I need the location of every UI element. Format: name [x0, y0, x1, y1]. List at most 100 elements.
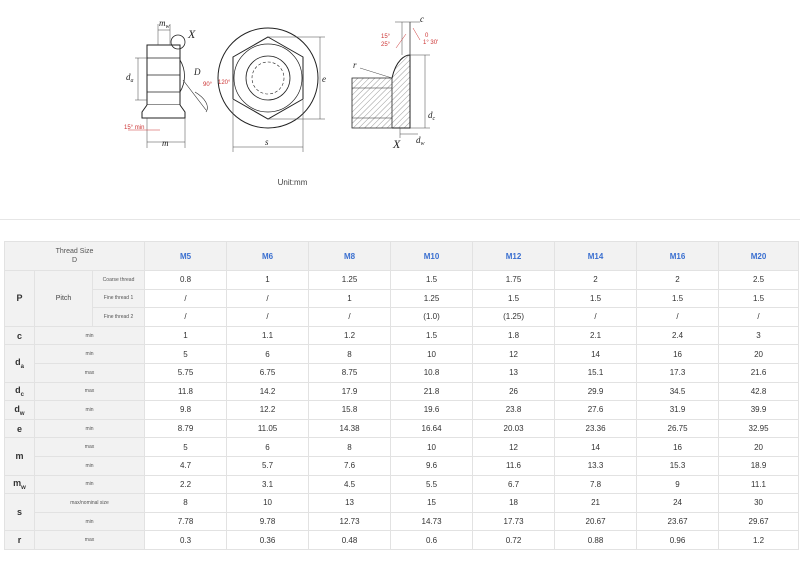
param-symbol-text: d [14, 403, 20, 414]
value-cell: (1.25) [472, 307, 556, 327]
value-cell: 5.7 [226, 455, 310, 476]
value-cell: 15 [390, 493, 474, 513]
param-symbol-subscript: c [20, 391, 24, 398]
value-cell: 29.67 [718, 511, 800, 532]
value-cell: 7.8 [554, 474, 638, 495]
pitch-label: Pitch [34, 270, 93, 327]
value-cell: 2.1 [554, 325, 638, 346]
value-cell: 14 [554, 437, 638, 457]
table-header-row: Thread Size D M5 M6 M8 M10 M12 M14 M16 M… [3, 241, 800, 271]
value-cell: / [226, 288, 310, 309]
value-cell: 26.75 [636, 418, 720, 439]
value-cell: 14.73 [390, 511, 474, 532]
size-header-m5: M5 [144, 241, 228, 271]
value-cell: 3 [718, 325, 800, 346]
value-cell: 4.7 [144, 455, 228, 476]
param-symbol-text: c [16, 330, 22, 341]
param-symbol: da [4, 344, 35, 383]
value-cell: 17.3 [636, 362, 720, 383]
value-cell: 21.8 [390, 381, 474, 402]
param-qualifier: Fine thread 1 [91, 288, 146, 309]
thread-size-corner: Thread Size D [3, 241, 146, 271]
size-header-m12: M12 [472, 241, 556, 271]
label-mw: mw [159, 18, 170, 30]
value-cell: 1.5 [390, 325, 474, 346]
value-cell: 14.2 [226, 381, 310, 402]
param-symbol-text: P [16, 293, 23, 304]
value-cell: 12.73 [308, 511, 392, 532]
value-cell: 5.75 [144, 362, 228, 383]
label-x-detail: X [187, 27, 196, 41]
value-cell: 2 [554, 270, 638, 290]
size-header-m20: M20 [718, 241, 800, 271]
value-cell: 23.8 [472, 400, 556, 420]
param-qualifier: min [33, 455, 146, 476]
label-c: c [420, 14, 424, 24]
value-cell: 0.3 [144, 530, 228, 550]
value-cell: 26 [472, 381, 556, 402]
value-cell: 16.64 [390, 418, 474, 439]
flange-nut-spec-table: Thread Size D M5 M6 M8 M10 M12 M14 M16 M… [3, 241, 800, 550]
value-cell: 1.2 [308, 325, 392, 346]
value-cell: 27.6 [554, 400, 638, 420]
param-qualifier: max [33, 530, 146, 550]
value-cell: 5 [144, 344, 228, 364]
size-header-m16: M16 [636, 241, 720, 271]
param-qualifier: max [33, 381, 146, 402]
value-cell: 1.5 [718, 288, 800, 309]
value-cell: 20.03 [472, 418, 556, 439]
value-cell: 1.25 [390, 288, 474, 309]
value-cell: 2.4 [636, 325, 720, 346]
value-cell: 6 [226, 344, 310, 364]
value-cell: 1.75 [472, 270, 556, 290]
value-cell: 11.05 [226, 418, 310, 439]
param-symbol-text: e [16, 423, 22, 434]
label-e: e [322, 74, 326, 84]
value-cell: 6 [226, 437, 310, 457]
value-cell: 12.2 [226, 400, 310, 420]
value-cell: 11.1 [718, 474, 800, 495]
param-qualifier: max/nominal size [33, 493, 146, 513]
param-symbol-subscript: w [21, 484, 26, 491]
value-cell: 10 [226, 493, 310, 513]
value-cell: 21 [554, 493, 638, 513]
label-15-min: 15° min [124, 125, 144, 131]
value-cell: 18.9 [718, 455, 800, 476]
label-angle-0: 0 [425, 33, 429, 39]
value-cell: 10.8 [390, 362, 474, 383]
value-cell: 0.48 [308, 530, 392, 550]
value-cell: 18 [472, 493, 556, 513]
param-symbol-text: d [15, 357, 21, 368]
param-symbol: c [4, 325, 35, 346]
param-symbol-text: d [15, 384, 21, 395]
value-cell: 5.5 [390, 474, 474, 495]
param-qualifier: max [33, 362, 146, 383]
value-cell: 9 [636, 474, 720, 495]
param-symbol-subscript: a [20, 363, 24, 370]
value-cell: 1.1 [226, 325, 310, 346]
value-cell: 0.96 [636, 530, 720, 550]
value-cell: 31.9 [636, 400, 720, 420]
value-cell: 29.9 [554, 381, 638, 402]
param-qualifier: min [33, 400, 146, 420]
value-cell: 1.5 [554, 288, 638, 309]
nut-drawing-svg: mw X da D 90° 120° 15° min m s e [124, 14, 438, 152]
technical-drawing: mw X da D 90° 120° 15° min m s e [0, 0, 800, 220]
value-cell: 0.8 [144, 270, 228, 290]
value-cell: 1.2 [718, 530, 800, 550]
param-symbol-subscript: w [19, 410, 25, 417]
value-cell: / [144, 307, 228, 327]
value-cell: / [554, 307, 638, 327]
param-qualifier: min [33, 325, 146, 346]
value-cell: 3.1 [226, 474, 310, 495]
value-cell: 19.6 [390, 400, 474, 420]
param-symbol: dc [4, 381, 35, 402]
